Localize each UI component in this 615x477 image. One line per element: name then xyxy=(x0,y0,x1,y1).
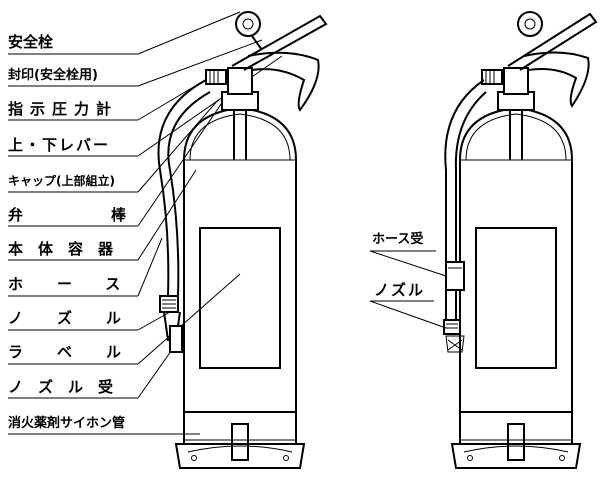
label-nozzle-holder: ノズル受 xyxy=(8,378,129,396)
label-label: ラベル xyxy=(8,343,156,361)
right-extinguisher xyxy=(369,11,598,469)
label-siphon-tube: 消火薬剤サイホン管 xyxy=(8,416,126,431)
label-cap: キャップ(上部組立) xyxy=(8,174,115,188)
label-hose: ホース xyxy=(8,275,155,293)
label-valve-stem: 弁棒 xyxy=(8,206,215,224)
label-nozzle-right: ノズル xyxy=(374,281,426,299)
label-nozzle: ノズル xyxy=(8,309,156,327)
label-seal: 封印(安全栓用) xyxy=(8,68,98,83)
label-pressure-gauge: 指示圧力計 xyxy=(8,100,119,118)
label-hose-holder: ホース受 xyxy=(372,232,424,247)
left-extinguisher xyxy=(157,11,328,469)
label-body: 本体容器 xyxy=(8,240,129,258)
label-safety-pin: 安全栓 xyxy=(8,33,54,51)
label-underlines xyxy=(8,53,190,435)
label-lever: 上・下レバー xyxy=(8,136,111,154)
